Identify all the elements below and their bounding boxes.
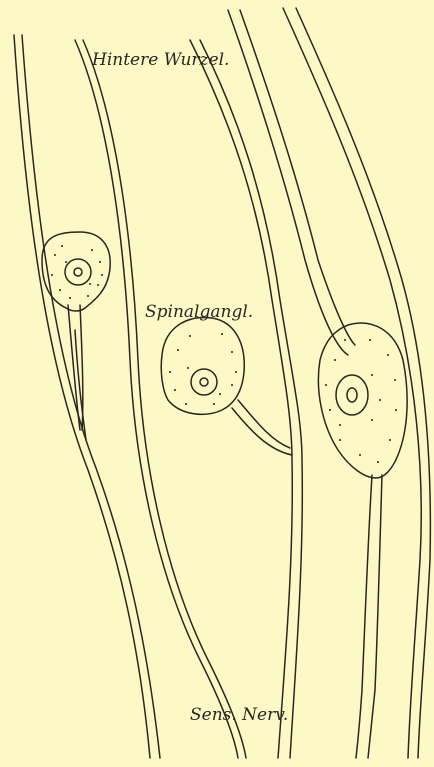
label-sens-nerv: Sens. Nerv. [190, 705, 288, 725]
ganglion-cell-2 [161, 317, 244, 414]
label-spinalgangl: Spinalgangl. [145, 302, 253, 322]
cell-3-nucleolus [347, 388, 357, 402]
nerve-fiber-5 [283, 8, 421, 758]
nerve-fiber-3 [190, 40, 292, 758]
cell-2-stalk-b [232, 408, 292, 455]
nerve-fiber-4b [240, 10, 355, 345]
cell-3-nucleus [336, 375, 368, 415]
nerve-fiber-1b [22, 35, 160, 758]
ganglion-cell-3 [318, 323, 407, 478]
cell-1-nucleolus [74, 268, 82, 276]
nerve-fiber-2 [75, 40, 238, 758]
cell-3-stalk [356, 475, 372, 758]
nerve-fiber-2b [83, 40, 246, 758]
label-hintere-wurzel: Hintere Wurzel. [92, 50, 229, 70]
cell-1-nucleus [65, 259, 91, 285]
cell-2-nucleus [191, 369, 217, 395]
cell-2-nucleolus [200, 378, 208, 386]
cell-stippling [51, 245, 397, 463]
